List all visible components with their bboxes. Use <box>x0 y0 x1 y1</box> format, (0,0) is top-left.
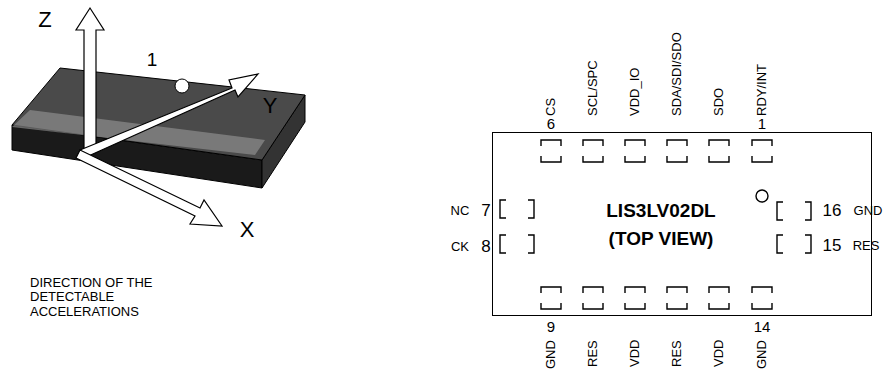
package-outline: LIS3LV02DL (TOP VIEW) <box>492 132 872 316</box>
pin-pad <box>777 235 811 253</box>
pin-number: 9 <box>547 319 555 336</box>
pin-name: CS <box>544 98 558 116</box>
pin-name: VDD <box>628 340 642 367</box>
pin-number: 14 <box>754 319 771 336</box>
view-note: (TOP VIEW) <box>609 228 714 250</box>
pin-name: SCL/SPC <box>586 60 600 116</box>
axis-arrows <box>76 8 258 226</box>
pin-name: GND <box>854 204 883 218</box>
pin-pad <box>667 140 687 162</box>
pin-name: SDA/SDI/SDO <box>670 32 684 116</box>
pin-name: RDY/INT <box>755 64 769 116</box>
pin-name: GND <box>544 340 558 369</box>
pin-name: NC <box>451 204 470 218</box>
axis-label: X <box>240 218 255 242</box>
pin-number: 7 <box>481 202 490 221</box>
package-pins <box>500 140 811 309</box>
axis-label: Z <box>38 8 51 32</box>
pin-pad <box>541 287 561 309</box>
pin1-marker: 1 <box>147 50 158 71</box>
pin-pad <box>500 200 534 218</box>
pin-pad <box>583 140 603 162</box>
pin-pad <box>625 140 645 162</box>
pin-pad <box>625 287 645 309</box>
pin-pad <box>583 287 603 309</box>
pin-pad <box>667 287 687 309</box>
pin-pad <box>777 202 811 220</box>
pin-name: VDD <box>712 340 726 367</box>
pin-number: 16 <box>823 202 842 221</box>
pin-pad <box>500 235 534 253</box>
pin-number: 15 <box>823 237 842 256</box>
pin-number: 8 <box>481 238 490 257</box>
pin-pad <box>752 287 772 309</box>
pin-name: GND <box>755 340 769 369</box>
caption-note: DIRECTION OF THE DETECTABLE ACCELERATION… <box>30 276 170 319</box>
pin-name: VDD_IO <box>628 68 642 116</box>
pin-pad <box>752 140 772 162</box>
pin-number: 6 <box>547 116 555 133</box>
pin-pad <box>709 140 729 162</box>
pin-name: RES <box>586 340 600 367</box>
pin-pad <box>709 287 729 309</box>
chip-body <box>12 68 305 188</box>
pin-name: RES <box>670 340 684 367</box>
pin-name: CK <box>451 240 469 254</box>
pin-number: 1 <box>758 116 766 133</box>
part-number: LIS3LV02DL <box>606 200 715 222</box>
pin-name: SDO <box>712 88 726 116</box>
pin-pad <box>541 140 561 162</box>
axis-label: Y <box>263 94 278 118</box>
pin-name: RES <box>853 239 880 253</box>
